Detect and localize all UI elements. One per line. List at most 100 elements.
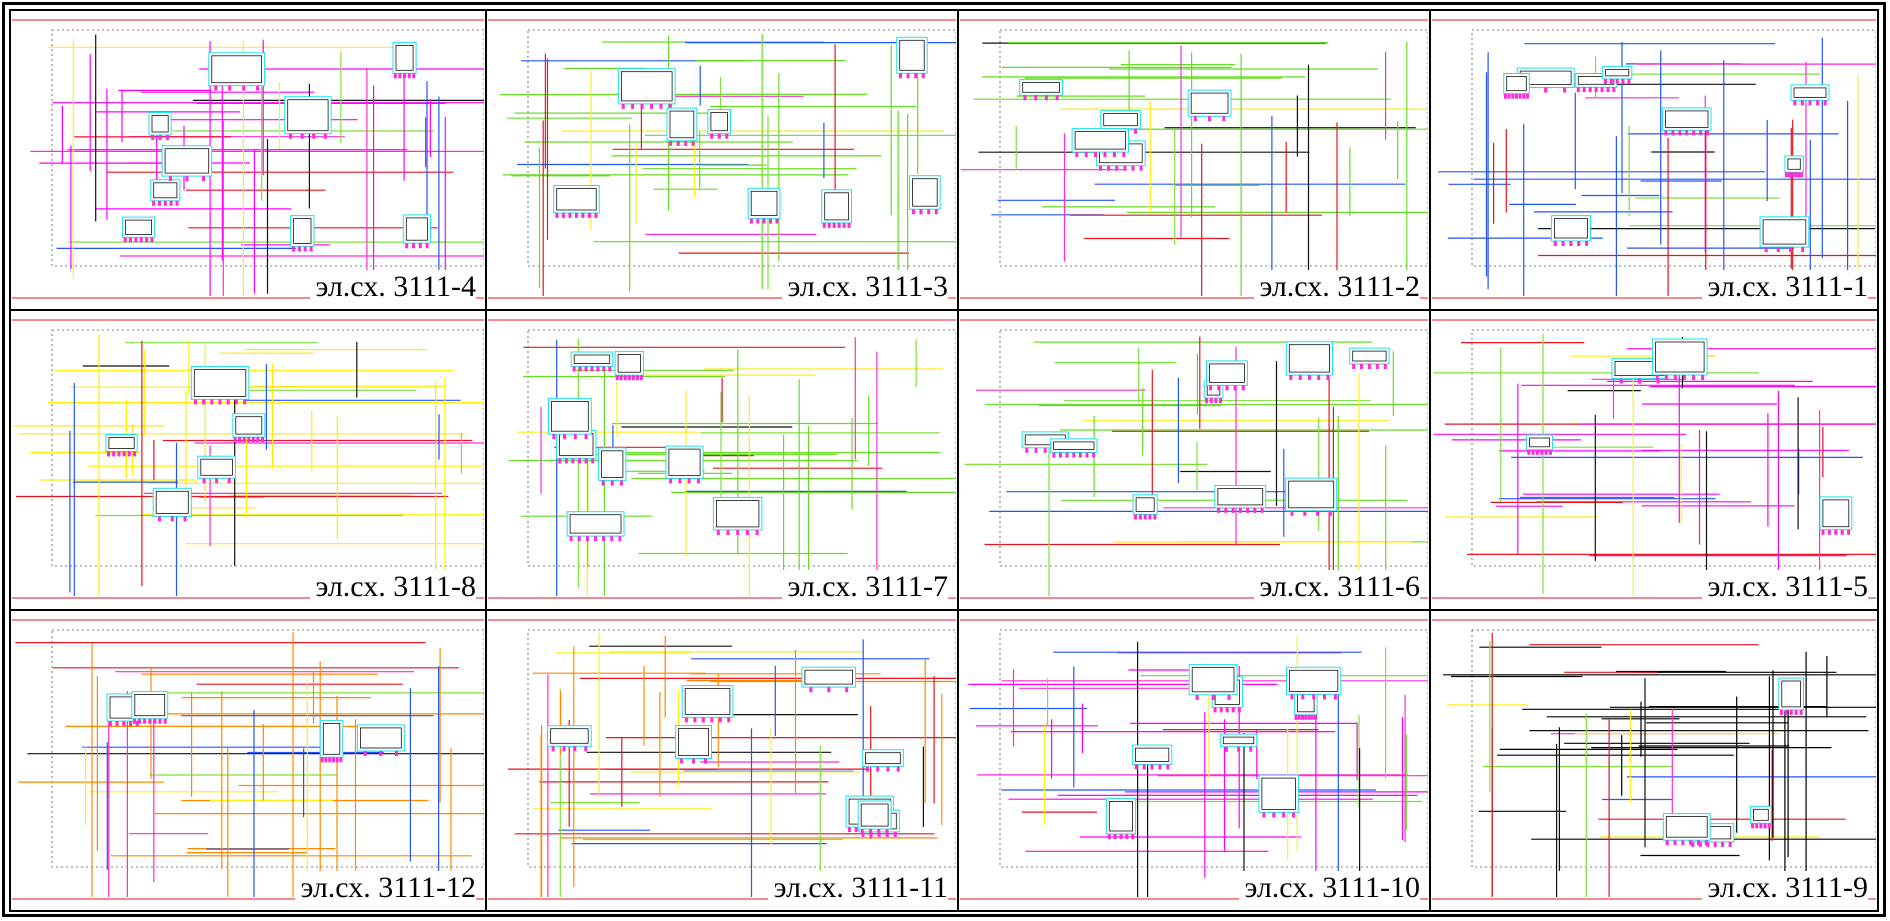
terminal-mark: [1044, 95, 1048, 101]
terminal-mark: [1689, 840, 1693, 846]
schematic-sheet[interactable]: эл.сх. 3111-5: [1432, 312, 1876, 608]
sheet-label: эл.сх. 3111-3: [781, 270, 948, 304]
schematic-sheet[interactable]: эл.сх. 3111-9: [1432, 612, 1876, 909]
schematic-sheet[interactable]: эл.сх. 3111-4: [12, 12, 484, 308]
drawing-frame: [999, 29, 1428, 267]
terminal-mark: [640, 103, 644, 109]
terminal-mark: [1840, 529, 1844, 535]
terminal-mark: [1704, 840, 1708, 846]
terminal-mark: [261, 437, 264, 443]
terminal-mark: [1600, 87, 1604, 93]
schematic-sheet[interactable]: эл.сх. 3111-6: [960, 312, 1428, 608]
terminal-mark: [127, 451, 131, 457]
terminal-mark: [602, 536, 606, 542]
terminal-mark: [1507, 93, 1511, 99]
terminal-mark: [1544, 449, 1548, 455]
terminal-mark: [133, 451, 137, 457]
component-box: [1662, 813, 1711, 841]
terminal-mark: [158, 200, 161, 206]
schematic-sheet[interactable]: эл.сх. 3111-12: [12, 612, 484, 909]
terminal-mark: [1138, 514, 1142, 520]
terminal-mark: [745, 530, 749, 535]
component-symbol: [668, 448, 701, 476]
terminal-mark: [331, 757, 335, 763]
terminal-mark: [1099, 165, 1102, 171]
component-box: [747, 187, 781, 220]
component-box: [356, 724, 405, 752]
terminal-mark: [1511, 93, 1515, 99]
terminal-mark: [1307, 375, 1311, 380]
terminal-mark: [1153, 514, 1157, 520]
schematic-sheet[interactable]: эл.сх. 3111-8: [12, 312, 484, 608]
terminal-mark: [1791, 172, 1794, 178]
component-box: [1019, 79, 1063, 96]
terminal-mark: [1656, 378, 1660, 384]
schematic-sheet[interactable]: эл.сх. 3111-10: [960, 612, 1428, 909]
terminal-mark: [621, 103, 625, 109]
schematic-sheet[interactable]: эл.сх. 3111-2: [960, 12, 1428, 308]
terminal-mark: [573, 434, 577, 440]
drawing-frame: [1471, 329, 1876, 567]
terminal-mark: [1518, 93, 1522, 99]
schematic-sheet[interactable]: эл.сх. 3111-7: [488, 312, 956, 608]
terminal-mark: [1123, 165, 1127, 171]
terminal-mark: [584, 434, 588, 440]
component-symbol: [864, 752, 901, 764]
component-box: [402, 214, 431, 244]
terminal-mark: [769, 218, 772, 224]
component-box: [712, 496, 763, 531]
wiring-diagram: [488, 19, 956, 299]
sheet-label: эл.сх. 3111-7: [781, 570, 948, 604]
terminal-mark: [1621, 78, 1625, 84]
component-symbol: [134, 694, 166, 717]
component-symbol: [1217, 488, 1264, 506]
terminal-mark: [393, 73, 397, 79]
component-symbol: [1506, 76, 1527, 92]
terminal-mark: [704, 758, 707, 764]
drawing-frame: [527, 329, 956, 567]
terminal-mark: [562, 746, 566, 752]
terminal-mark: [1303, 510, 1307, 516]
terminal-mark: [153, 718, 157, 724]
terminal-mark: [1764, 247, 1768, 253]
terminal-mark: [403, 73, 406, 79]
terminal-mark: [1122, 152, 1126, 158]
drawing-frame: [51, 329, 484, 567]
terminal-mark: [1527, 449, 1531, 455]
schematic-sheet[interactable]: эл.сх. 3111-1: [1432, 12, 1876, 308]
terminal-mark: [1561, 241, 1565, 246]
terminal-mark: [1333, 694, 1337, 700]
component-symbol: [1793, 87, 1827, 98]
terminal-mark: [837, 222, 841, 228]
component-symbol: [405, 217, 428, 241]
terminal-mark: [418, 243, 422, 249]
terminal-mark: [574, 212, 578, 218]
schematic-sheet[interactable]: эл.сх. 3111-3: [488, 12, 956, 308]
terminal-mark: [578, 458, 581, 464]
terminal-mark: [845, 687, 849, 693]
terminal-mark: [1615, 78, 1619, 84]
terminal-mark: [247, 437, 251, 443]
inner-frame: [9, 9, 1879, 912]
schematic-sheet[interactable]: эл.сх. 3111-11: [488, 612, 956, 909]
component-box: [1285, 341, 1333, 376]
component-symbol: [899, 39, 925, 71]
terminal-mark: [1052, 452, 1056, 458]
terminal-mark: [1604, 78, 1607, 84]
terminal-mark: [324, 757, 328, 763]
component-box: [614, 350, 644, 376]
component-box: [232, 413, 266, 438]
component-symbol: [573, 354, 611, 364]
terminal-mark: [676, 140, 680, 146]
terminal-mark: [152, 200, 156, 206]
component-symbol: [125, 219, 153, 235]
terminal-mark: [631, 375, 635, 381]
terminal-mark: [1166, 764, 1170, 770]
terminal-mark: [684, 140, 688, 146]
component-symbol: [678, 728, 709, 756]
terminal-mark: [1209, 385, 1213, 391]
terminal-mark: [678, 478, 682, 484]
terminal-mark: [691, 140, 695, 146]
terminal-mark: [1213, 707, 1217, 713]
